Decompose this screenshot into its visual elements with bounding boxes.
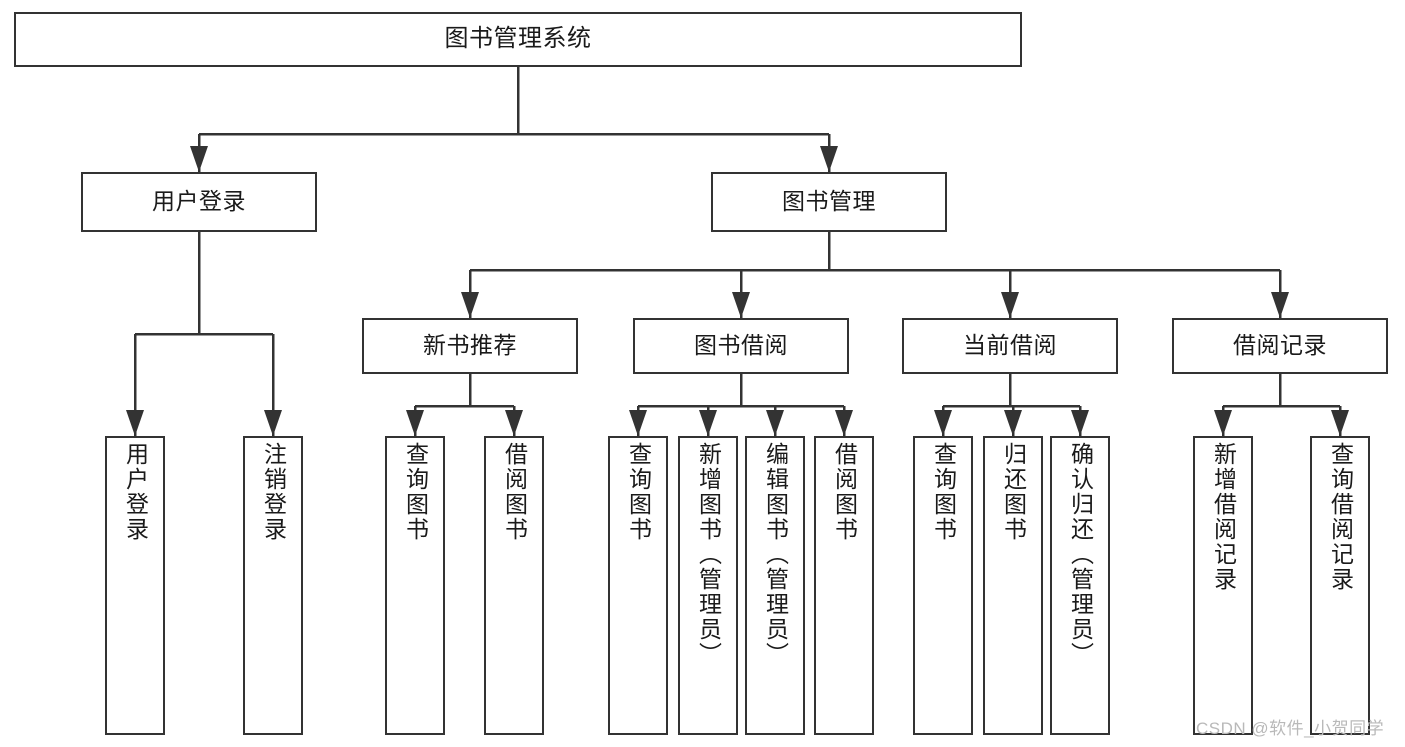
node-r-add[interactable]: 新增借阅记录 bbox=[1193, 436, 1253, 735]
node-label: 图书管理系统 bbox=[444, 25, 592, 53]
node-label: 用户登录 bbox=[122, 442, 149, 542]
node-label: 新增借阅记录 bbox=[1210, 442, 1237, 592]
node-label: 确认归还（管理员） bbox=[1067, 442, 1094, 667]
node-c-query[interactable]: 查询图书 bbox=[913, 436, 973, 735]
node-b-add[interactable]: 新增图书（管理员） bbox=[678, 436, 738, 735]
node-label: 借阅记录 bbox=[1233, 332, 1327, 359]
node-l-logout[interactable]: 注销登录 bbox=[243, 436, 303, 735]
node-r-query[interactable]: 查询借阅记录 bbox=[1310, 436, 1370, 735]
node-label: 图书借阅 bbox=[694, 332, 788, 359]
node-records[interactable]: 借阅记录 bbox=[1172, 318, 1388, 374]
node-label: 用户登录 bbox=[152, 188, 246, 215]
node-label: 归还图书 bbox=[1000, 442, 1027, 542]
node-l-login[interactable]: 用户登录 bbox=[105, 436, 165, 735]
node-label: 图书管理 bbox=[782, 188, 876, 215]
node-newbook[interactable]: 新书推荐 bbox=[362, 318, 578, 374]
node-label: 新书推荐 bbox=[423, 332, 517, 359]
node-b-query[interactable]: 查询图书 bbox=[608, 436, 668, 735]
node-label: 查询借阅记录 bbox=[1327, 442, 1354, 592]
node-borrow[interactable]: 图书借阅 bbox=[633, 318, 849, 374]
node-n-query[interactable]: 查询图书 bbox=[385, 436, 445, 735]
node-n-borrow[interactable]: 借阅图书 bbox=[484, 436, 544, 735]
node-login[interactable]: 用户登录 bbox=[81, 172, 317, 232]
node-c-confirm[interactable]: 确认归还（管理员） bbox=[1050, 436, 1110, 735]
node-label: 借阅图书 bbox=[831, 442, 858, 542]
node-label: 编辑图书（管理员） bbox=[762, 442, 789, 667]
node-root[interactable]: 图书管理系统 bbox=[14, 12, 1022, 67]
node-bookmgmt[interactable]: 图书管理 bbox=[711, 172, 947, 232]
node-label: 新增图书（管理员） bbox=[695, 442, 722, 667]
node-c-return[interactable]: 归还图书 bbox=[983, 436, 1043, 735]
node-label: 查询图书 bbox=[625, 442, 652, 542]
node-label: 借阅图书 bbox=[501, 442, 528, 542]
node-current[interactable]: 当前借阅 bbox=[902, 318, 1118, 374]
node-label: 查询图书 bbox=[402, 442, 429, 542]
node-label: 当前借阅 bbox=[963, 332, 1057, 359]
csdn-watermark: CSDN @软件_小贺同学 bbox=[1196, 719, 1385, 738]
node-label: 查询图书 bbox=[930, 442, 957, 542]
node-b-lend[interactable]: 借阅图书 bbox=[814, 436, 874, 735]
node-b-edit[interactable]: 编辑图书（管理员） bbox=[745, 436, 805, 735]
node-label: 注销登录 bbox=[260, 442, 287, 542]
